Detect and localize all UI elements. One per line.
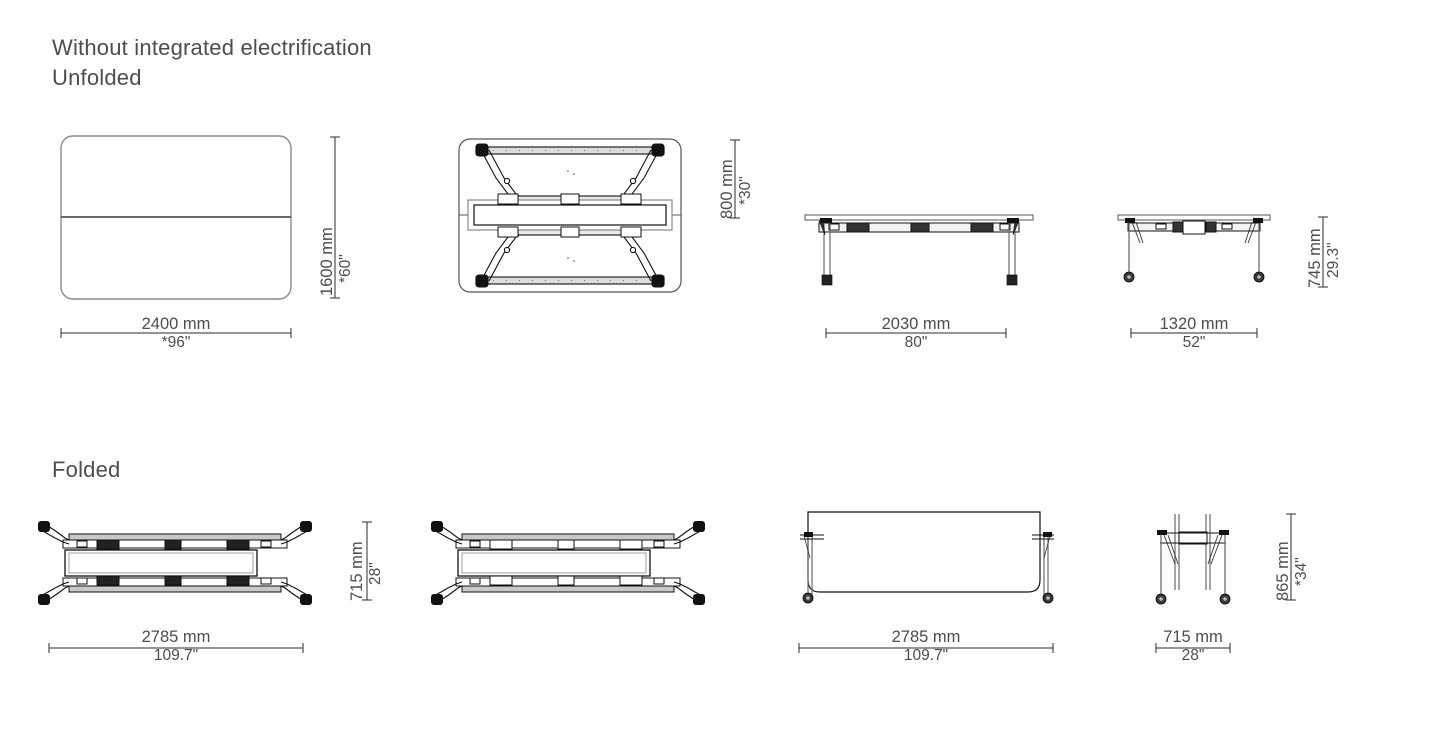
dim-inch: *60" — [337, 254, 354, 283]
dimension-label-width-2785-left: 2785 mm 109.7" — [48, 628, 304, 665]
dim-inch: *96" — [161, 334, 191, 351]
dim-mm: 2785 mm — [141, 628, 211, 646]
dim-inch: 28" — [1181, 647, 1205, 664]
figure-folded-front-elevation — [800, 510, 1056, 606]
dim-inch: 29.3" — [1325, 242, 1342, 278]
dim-mm: 1600 mm — [318, 227, 336, 296]
dimension-label-width-2400: 2400 mm *96" — [60, 315, 292, 352]
dim-mm: 1320 mm — [1159, 315, 1229, 333]
figure-front-elevation — [804, 214, 1034, 287]
section-label-folded: Folded — [52, 457, 121, 482]
dimension-label-width-2785-right: 2785 mm 109.7" — [798, 628, 1054, 665]
dim-mm: 715 mm — [1163, 628, 1223, 646]
dimension-label-height-745: 745 mm — [1306, 228, 1325, 288]
dimension-line-715-right — [1155, 643, 1231, 653]
dimension-line-865 — [1286, 513, 1296, 601]
dimension-label-width-715-right: 715 mm 28" — [1140, 628, 1246, 665]
dim-inch: *34" — [1293, 557, 1310, 586]
dimension-line-1600 — [330, 136, 340, 299]
dimension-label-height-715-left-inch: 28" — [367, 562, 385, 585]
dimension-line-745 — [1318, 216, 1328, 288]
dimension-label-height-800: 800 mm — [718, 159, 737, 219]
dimension-label-height-865: 865 mm — [1274, 541, 1293, 601]
figure-folded-side-elevation — [1150, 512, 1236, 608]
figure-underside-frame-plan — [458, 138, 682, 293]
dimension-line-2785-right — [798, 643, 1054, 653]
dim-mm: 2400 mm — [141, 315, 211, 333]
dim-inch: *30" — [737, 176, 754, 205]
dimension-label-width-2030: 2030 mm 80" — [815, 315, 1017, 352]
dimension-label-height-800-inch: *30" — [737, 176, 755, 205]
page-title: Without integrated electrification — [52, 35, 372, 60]
dim-inch: 109.7" — [903, 647, 949, 664]
dimension-label-height-1600: 1600 mm — [318, 227, 337, 296]
dimension-label-height-865-inch: *34" — [1293, 557, 1311, 586]
figure-folded-underside-plan — [35, 518, 315, 608]
dimension-line-2400 — [60, 328, 292, 338]
dimension-line-800 — [730, 139, 740, 219]
dimension-line-1320 — [1130, 328, 1258, 338]
dim-mm: 715 mm — [348, 541, 366, 601]
dimension-label-height-1600-inch: *60" — [337, 254, 355, 283]
dimension-label-height-715-left: 715 mm — [348, 541, 367, 601]
dim-inch: 109.7" — [153, 647, 199, 664]
dimension-label-height-745-inch: 29.3" — [1325, 242, 1343, 278]
dimension-label-width-1320: 1320 mm 52" — [1118, 315, 1270, 352]
dimension-line-2785-left — [48, 643, 304, 653]
dimension-line-715-left — [362, 521, 372, 601]
figure-top-view-tabletop — [60, 135, 292, 300]
section-label-unfolded: Unfolded — [52, 65, 142, 90]
dim-mm: 2030 mm — [881, 315, 951, 333]
dim-mm: 745 mm — [1306, 228, 1324, 288]
dim-inch: 52" — [1182, 334, 1206, 351]
figure-side-elevation — [1117, 214, 1271, 287]
dim-mm: 800 mm — [718, 159, 736, 219]
dim-inch: 80" — [904, 334, 928, 351]
dim-inch: 28" — [367, 562, 384, 585]
figure-folded-frame-plan — [428, 518, 708, 608]
dim-mm: 2785 mm — [891, 628, 961, 646]
dim-mm: 865 mm — [1274, 541, 1292, 601]
dimension-line-2030 — [825, 328, 1007, 338]
